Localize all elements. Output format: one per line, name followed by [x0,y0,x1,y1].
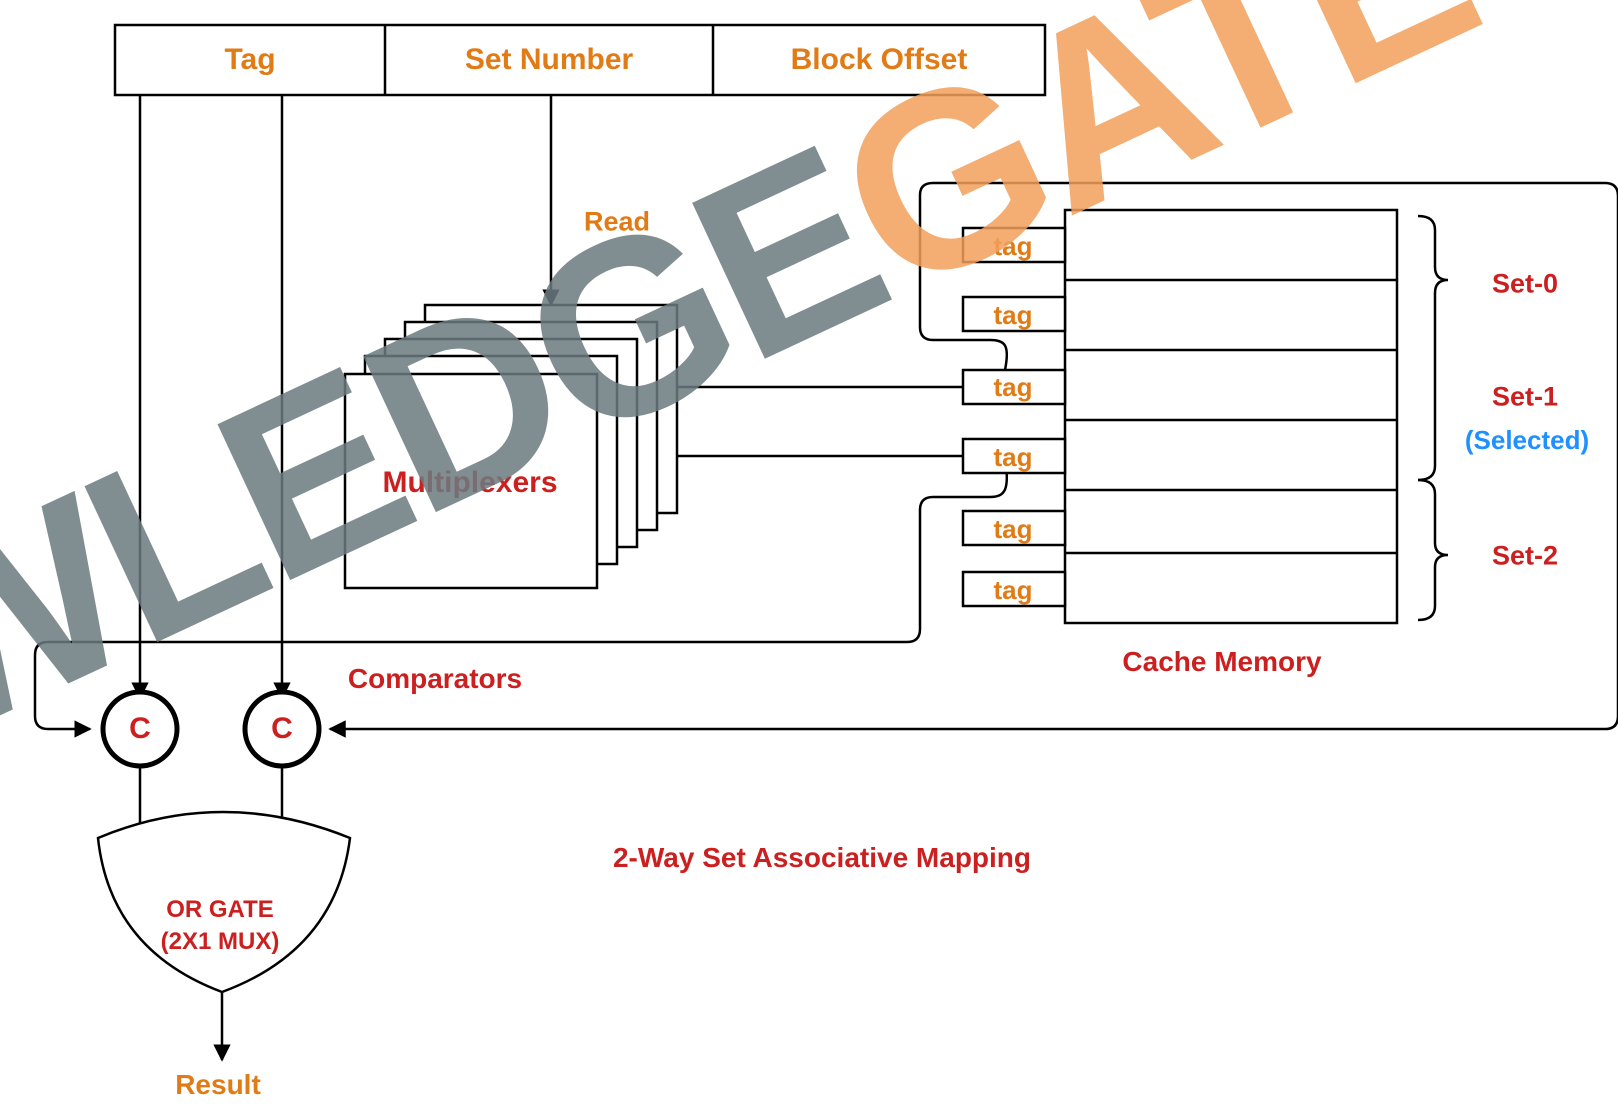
set-2-label: Set-2 [1491,540,1559,571]
tag-box [961,437,1067,475]
mux-front [343,372,599,590]
tag-box [961,226,1067,264]
or-gate-shape [96,810,352,994]
tag-label: tag [993,231,1033,261]
tag-label: tag [993,372,1033,402]
address-field-box [113,23,1047,97]
tag-box [961,509,1067,547]
diagram-caption: 2-Way Set Associative Mapping [612,842,1032,873]
comparator-c-2: C [271,712,293,745]
tag-label: tag [993,300,1033,330]
result-label: Result [175,1069,261,1100]
field-tag-label: Tag [224,43,276,76]
set-brace [1417,214,1449,482]
or-gate-label-line2: (2X1 MUX) [160,928,280,955]
field-block-offset-label: Block Offset [790,43,968,76]
set-1-selected-note: (Selected) [1464,425,1590,455]
read-label: Read [583,206,651,237]
cache-memory-title: Cache Memory [1122,646,1322,677]
comparator-feed-1 [33,457,1009,738]
tag-box [961,570,1067,608]
set-brace [1417,478,1449,622]
tag-label: tag [993,575,1033,605]
or-gate-label-line1: OR GATE [166,896,274,923]
tag-label: tag [993,442,1033,472]
comparator-circle-1 [100,689,180,769]
tag-box [961,295,1067,333]
comparator-circle-2 [242,689,322,769]
set-1-label: Set-1 [1491,381,1559,412]
tag-box [961,368,1067,406]
field-set-number-label: Set Number [464,43,634,76]
set-0-label: Set-0 [1491,268,1559,299]
tag-label: tag [993,514,1033,544]
cache-block-area [1063,208,1399,625]
comparator-c-1: C [129,712,151,745]
multiplexers-label: Multiplexers [382,466,558,499]
comparators-label: Comparators [347,663,523,694]
